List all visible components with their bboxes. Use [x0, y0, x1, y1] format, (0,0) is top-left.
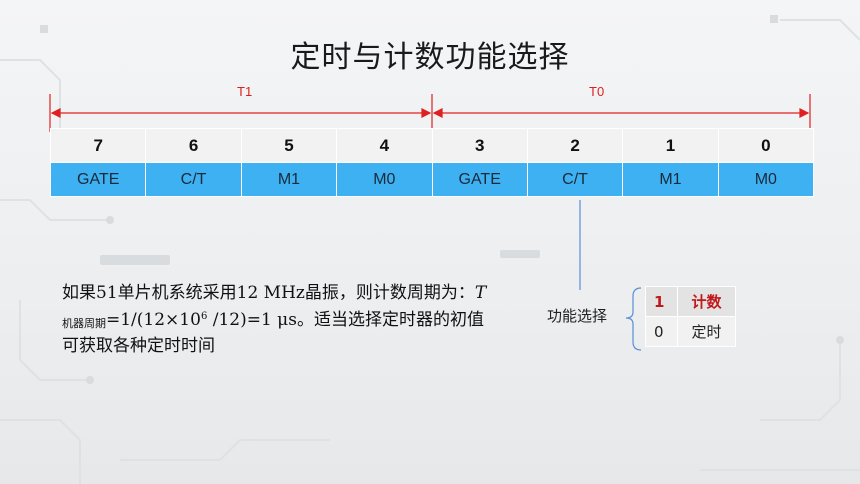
paragraph-part1: 如果51单片机系统采用12 MHz晶振，则计数周期为： — [62, 283, 475, 303]
t-subscript: 机器周期 — [62, 317, 106, 330]
bit-cell: 3 — [431, 128, 528, 163]
name-cell: M1 — [622, 162, 719, 197]
name-cell: M0 — [336, 162, 433, 197]
mode-table: 1 计数 0 定时 — [645, 286, 736, 347]
name-cell: C/T — [526, 162, 624, 197]
page-title: 定时与计数功能选择 — [290, 40, 570, 75]
mode-meaning: 定时 — [677, 316, 736, 347]
tmod-register-table: 7 6 5 4 3 2 1 0 GATE C/T M1 M0 GATE C/T … — [49, 128, 815, 197]
mode-value: 1 — [645, 286, 678, 317]
bit-cell: 1 — [622, 128, 719, 163]
mode-value: 0 — [645, 316, 678, 347]
bit-name-row: GATE C/T M1 M0 GATE C/T M1 M0 — [49, 162, 815, 197]
bit-number-row: 7 6 5 4 3 2 1 0 — [49, 128, 815, 163]
name-cell: GATE — [431, 162, 528, 197]
bit-range-arrows — [49, 94, 811, 132]
bit-cell: 0 — [717, 128, 815, 163]
bit-cell: 6 — [145, 128, 242, 163]
name-cell: M0 — [717, 162, 815, 197]
exponent: 6 — [200, 311, 208, 322]
name-cell: C/T — [145, 162, 242, 197]
mode-meaning: 计数 — [677, 286, 736, 317]
bit-cell: 7 — [49, 128, 147, 163]
t-symbol: T — [474, 283, 487, 303]
paragraph-part2: =1/(12×10 — [106, 310, 201, 330]
function-select-label: 功能选择 — [547, 307, 608, 325]
t0-label: T0 — [589, 84, 605, 99]
mode-row-timer: 0 定时 — [645, 316, 736, 347]
bit-cell: 2 — [526, 128, 624, 163]
paragraph-part3: /12)=1 μs。适当选择定时器的初值可获取各种定时时间 — [62, 310, 484, 356]
name-cell: GATE — [49, 162, 147, 197]
t1-label: T1 — [237, 84, 253, 99]
mode-row-count: 1 计数 — [645, 286, 736, 317]
explanation-paragraph: 如果51单片机系统采用12 MHz晶振，则计数周期为：T 机器周期=1/(12×1… — [62, 282, 492, 358]
bit-cell: 5 — [240, 128, 338, 163]
bit-cell: 4 — [336, 128, 433, 163]
